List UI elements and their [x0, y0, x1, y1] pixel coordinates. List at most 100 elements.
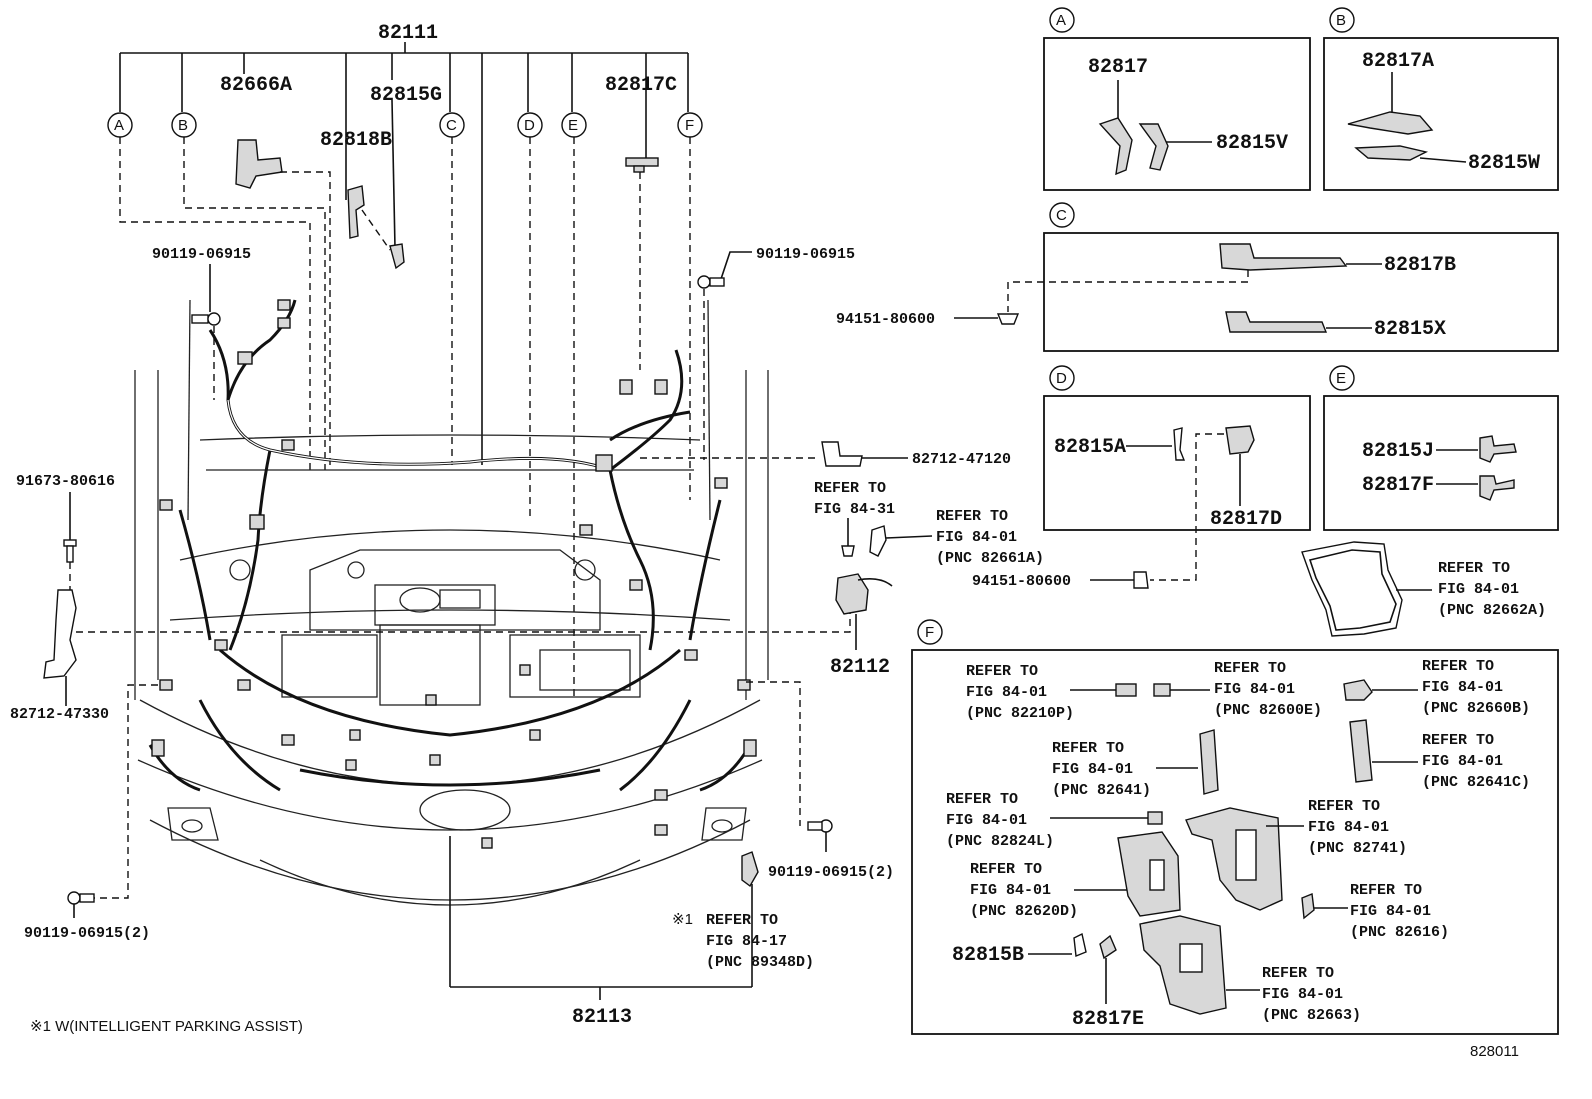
refer-82661a-line1: REFER TO	[936, 508, 1008, 525]
refer-89348d-line2: FIG 84-17	[706, 933, 787, 950]
panel-c: C 82817B 82815X	[954, 202, 1559, 352]
refer-82662a-line2: FIG 84-01	[1438, 581, 1519, 598]
circle-marker-b: B	[171, 112, 197, 138]
panel-f-ref-82741-line1: REFER TO	[1308, 798, 1380, 815]
panel-b-part-82817a: 82817A	[1362, 50, 1434, 73]
svg-text:D: D	[524, 117, 535, 134]
bolt-top-right-icon	[697, 251, 752, 460]
panel-f-ref-82210p-line3: (PNC 82210P)	[966, 705, 1074, 722]
bolt-bottom-left-icon	[67, 684, 158, 918]
panel-e-part-82815j: 82815J	[1362, 440, 1434, 463]
panel-f-ref-82616-line2: FIG 84-01	[1350, 903, 1431, 920]
panel-f-ref-82641c-line3: (PNC 82641C)	[1422, 774, 1530, 791]
panel-f-ref-82741-line3: (PNC 82741)	[1308, 840, 1407, 857]
harness-82111-bracket: 82111	[119, 22, 689, 465]
panel-f-ref-82663-line3: (PNC 82663)	[1262, 1007, 1361, 1024]
circle-marker-d: D	[517, 112, 543, 138]
label-82666a: 82666A	[220, 74, 292, 97]
label-bolt-bottom-left: 90119-06915(2)	[24, 925, 150, 942]
part-82666a-icon	[235, 139, 331, 470]
svg-text:C: C	[446, 117, 457, 134]
harness-82112-icon	[835, 525, 933, 650]
bolt-top-left-icon	[191, 264, 221, 400]
label-82113: 82113	[572, 1006, 632, 1029]
circle-marker-c: C	[439, 112, 465, 138]
panel-f-ref-82210p-line2: FIG 84-01	[966, 684, 1047, 701]
panel-a-marker: A	[1056, 12, 1066, 29]
harness-82113-bracket	[449, 836, 759, 1000]
panel-f-marker: F	[925, 624, 934, 641]
refer-89348d-line3: (PNC 89348D)	[706, 954, 814, 971]
label-82111: 82111	[378, 22, 438, 45]
panel-f-ref-82660b-line3: (PNC 82660B)	[1422, 700, 1530, 717]
circle-marker-f: F	[677, 112, 703, 138]
panel-a-part-82817: 82817	[1088, 56, 1148, 79]
refer-82662a-line3: (PNC 82662A)	[1438, 602, 1546, 619]
panel-f-ref-82660b-line1: REFER TO	[1422, 658, 1494, 675]
refer-82661a-line3: (PNC 82661A)	[936, 550, 1044, 567]
label-91673: 91673-80616	[16, 473, 115, 490]
panel-b-part-82815w: 82815W	[1468, 152, 1540, 175]
label-bolt-top-left: 90119-06915	[152, 246, 251, 263]
svg-text:F: F	[685, 117, 694, 134]
panel-f-part-82815b: 82815B	[952, 944, 1024, 967]
label-clip-c: 94151-80600	[836, 311, 935, 328]
refer-89348d-line1: REFER TO	[706, 912, 778, 929]
refer-8431-line1: REFER TO	[814, 480, 886, 497]
circle-marker-a: A	[107, 112, 133, 138]
panel-b: B 82817A 82815W	[1323, 7, 1559, 191]
svg-text:E: E	[568, 117, 578, 134]
panel-d-part-82817d: 82817D	[1210, 508, 1282, 531]
relay-box-cover-icon	[1301, 541, 1432, 637]
panel-f-ref-82641-line2: FIG 84-01	[1052, 761, 1133, 778]
panel-d-marker: D	[1056, 370, 1067, 387]
panel-f-ref-82824l-line3: (PNC 82824L)	[946, 833, 1054, 850]
bolt-91673-icon	[63, 492, 77, 600]
label-82815g: 82815G	[370, 84, 442, 107]
panel-f-ref-82663-line1: REFER TO	[1262, 965, 1334, 982]
panel-e-part-82817f: 82817F	[1362, 474, 1434, 497]
panel-f-ref-82620d-line3: (PNC 82620D)	[970, 903, 1078, 920]
panel-c-part-82817b: 82817B	[1384, 254, 1456, 277]
panel-a-part-82815v: 82815V	[1216, 132, 1288, 155]
panel-f-ref-82641c-line2: FIG 84-01	[1422, 753, 1503, 770]
svg-text:A: A	[114, 117, 124, 134]
refer-8431-line2: FIG 84-31	[814, 501, 895, 518]
label-bolt-bottom-right: 90119-06915(2)	[768, 864, 894, 881]
panel-f-ref-82663-line2: FIG 84-01	[1262, 986, 1343, 1003]
label-82712-47330: 82712-47330	[10, 706, 109, 723]
panel-d-part-82815a: 82815A	[1054, 436, 1126, 459]
panel-f-ref-82660b-line2: FIG 84-01	[1422, 679, 1503, 696]
figure-number: 828011	[1470, 1043, 1519, 1060]
panel-f-ref-82600e-line2: FIG 84-01	[1214, 681, 1295, 698]
engine-harness-routing	[148, 299, 757, 849]
panel-c-marker: C	[1056, 207, 1067, 224]
panel-f-ref-82824l-line1: REFER TO	[946, 791, 1018, 808]
panel-f-ref-82620d-line2: FIG 84-01	[970, 882, 1051, 899]
label-bolt-top-right: 90119-06915	[756, 246, 855, 263]
panel-f-ref-82210p-line1: REFER TO	[966, 663, 1038, 680]
panel-f-ref-82616-line3: (PNC 82616)	[1350, 924, 1449, 941]
refer-82661a-line2: FIG 84-01	[936, 529, 1017, 546]
refer-89348d-mark: ※1	[672, 911, 693, 928]
panel-b-marker: B	[1336, 12, 1346, 29]
panel-f-ref-82600e-line1: REFER TO	[1214, 660, 1286, 677]
label-82817c: 82817C	[605, 74, 677, 97]
panel-f-ref-82600e-line3: (PNC 82600E)	[1214, 702, 1322, 719]
panel-f-part-82817e: 82817E	[1072, 1008, 1144, 1031]
refer-8431-part-icon	[841, 518, 855, 557]
panel-f: F REFER TO FIG 84-01 (PNC 82210P) REFER …	[911, 619, 1559, 1035]
panel-f-ref-82824l-line2: FIG 84-01	[946, 812, 1027, 829]
panel-f-ref-82641-line3: (PNC 82641)	[1052, 782, 1151, 799]
label-82112: 82112	[830, 656, 890, 679]
panel-d: D 82815A 82817D	[1043, 365, 1311, 589]
bracket-82712-47120-icon	[640, 441, 908, 467]
label-82818b: 82818B	[320, 129, 392, 152]
circle-marker-e: E	[561, 112, 587, 138]
panel-f-ref-82641-line1: REFER TO	[1052, 740, 1124, 757]
label-82712-47120: 82712-47120	[912, 451, 1011, 468]
panel-e-marker: E	[1336, 370, 1346, 387]
refer-82662a-line1: REFER TO	[1438, 560, 1510, 577]
panel-a: A 82817 82815V	[1043, 7, 1311, 191]
